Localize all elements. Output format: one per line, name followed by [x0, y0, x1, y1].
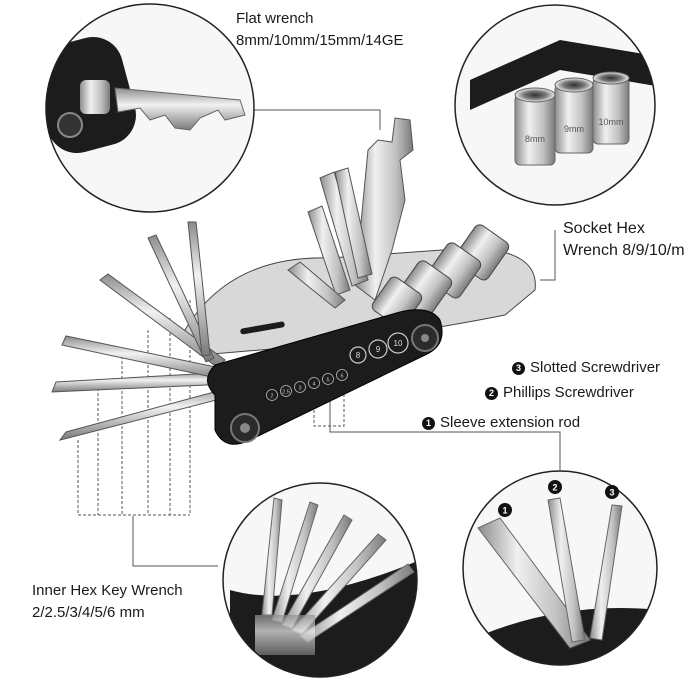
slotted-text: Slotted Screwdriver — [530, 359, 661, 376]
hex-size-ring — [266, 389, 278, 401]
socket-cap-label: 9mm — [564, 124, 584, 134]
inset-number-markers: 1 2 3 — [498, 480, 619, 517]
socket-size-text: 8 — [356, 351, 361, 360]
hex-size-ring — [294, 381, 306, 393]
hex-size-markings: 2 2.5 3 4 5 6 — [266, 369, 348, 401]
hex-size-ring — [280, 385, 292, 397]
socket-size-ring — [387, 332, 409, 354]
badge-1: 1 — [422, 417, 435, 430]
marker-3: 3 — [609, 488, 614, 498]
marker-2: 2 — [552, 483, 557, 493]
inset-sockets: 8mm 9mm 10mm — [454, 4, 656, 206]
phillips-screwdriver-label: 2 Phillips Screwdriver — [485, 382, 634, 404]
inset-screwdrivers: 1 2 3 — [462, 470, 658, 666]
inset-hex-keys — [222, 482, 418, 678]
slotted-screwdriver-label: 3 Slotted Screwdriver — [512, 357, 660, 379]
hex-size-text: 4 — [312, 382, 315, 388]
socket-sizes: Wrench 8/9/10/m — [563, 242, 685, 259]
phillips-text: Phillips Screwdriver — [503, 384, 634, 401]
socket-title: Socket Hex — [563, 220, 645, 237]
hex-key-title: Inner Hex Key Wrench — [32, 582, 183, 599]
socket-cap-label: 10mm — [598, 117, 623, 127]
socket-size-ring — [368, 339, 388, 359]
badge-2: 2 — [485, 387, 498, 400]
socket-size-markings: 8 9 10 — [349, 332, 409, 364]
socket-size-text: 9 — [376, 345, 381, 354]
hex-key-label: Inner Hex Key Wrench 2/2.5/3/4/5/6 mm — [32, 580, 183, 624]
socket-size-text: 10 — [394, 339, 403, 348]
screwdriver-bits — [287, 167, 373, 309]
hex-size-ring — [336, 369, 348, 381]
sleeve-extension-label: 1 Sleeve extension rod — [422, 412, 580, 434]
hex-size-text: 2 — [270, 394, 273, 400]
socket-cap-label: 8mm — [525, 134, 545, 144]
hex-size-text: 2.5 — [282, 390, 290, 396]
flat-wrench-title: Flat wrench — [236, 10, 314, 27]
flat-wrench — [354, 117, 414, 301]
hex-size-ring — [322, 373, 334, 385]
sleeve-text: Sleeve extension rod — [440, 414, 581, 431]
hex-key-sizes: 2/2.5/3/4/5/6 mm — [32, 604, 145, 621]
socket-set — [371, 224, 510, 328]
flat-wrench-label: Flat wrench 8mm/10mm/15mm/14GE — [236, 8, 404, 52]
hex-size-text: 3 — [298, 386, 301, 392]
marker-1: 1 — [502, 506, 507, 516]
tool-body — [207, 309, 443, 445]
socket-label: Socket Hex Wrench 8/9/10/m — [563, 218, 700, 262]
multi-tool: 2 2.5 3 4 5 6 8 9 10 — [51, 117, 536, 445]
socket-size-ring — [349, 346, 367, 364]
badge-3: 3 — [512, 362, 525, 375]
inset-flat-wrench — [45, 3, 255, 213]
flat-wrench-sizes: 8mm/10mm/15mm/14GE — [236, 32, 404, 49]
hex-size-text: 6 — [340, 374, 343, 380]
hex-size-text: 5 — [326, 378, 329, 384]
hex-size-ring — [308, 377, 320, 389]
